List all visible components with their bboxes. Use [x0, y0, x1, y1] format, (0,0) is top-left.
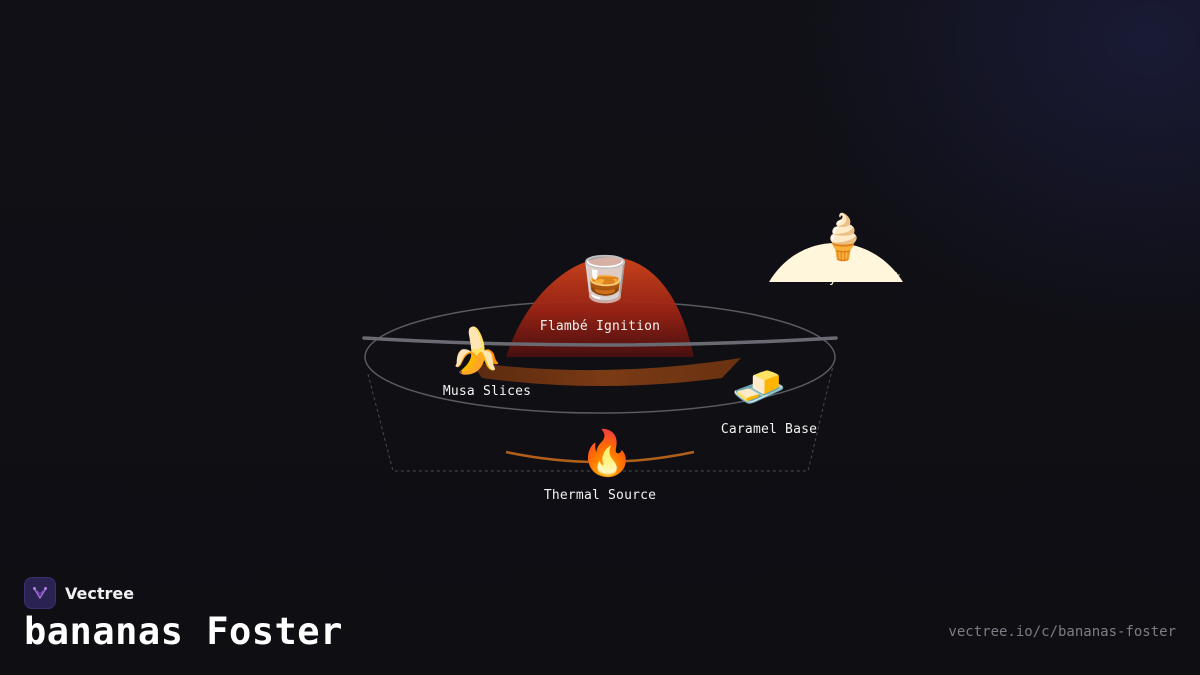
- brand-name: Vectree: [65, 583, 135, 603]
- fire-icon: 🔥: [579, 428, 635, 479]
- tumbler-glass-icon: 🥃: [577, 254, 633, 305]
- flambe-flame: [506, 257, 694, 357]
- page-url[interactable]: vectree.io/c/bananas-foster: [948, 624, 1176, 640]
- dairy-dome: [769, 243, 903, 282]
- banana-icon: 🍌: [448, 326, 504, 377]
- pan-base-outline: [367, 365, 834, 472]
- thermal-arc: [505, 450, 695, 464]
- caramel-pool: [470, 358, 741, 386]
- node-label-flambe: Flambé Ignition: [539, 319, 661, 334]
- pan-handle: [362, 336, 838, 347]
- node-label-musa: Musa Slices: [442, 384, 532, 399]
- soft-ice-cream-icon: 🍦: [815, 212, 871, 263]
- vectree-logo-icon: [24, 577, 56, 609]
- page-title: bananas Foster: [24, 610, 343, 653]
- node-label-dairy: Dairy Element: [796, 271, 902, 286]
- brand: Vectree: [24, 577, 134, 609]
- node-label-thermal: Thermal Source: [543, 488, 657, 503]
- butter-icon: 🧈: [731, 362, 787, 413]
- node-label-caramel: Caramel Base: [720, 422, 818, 437]
